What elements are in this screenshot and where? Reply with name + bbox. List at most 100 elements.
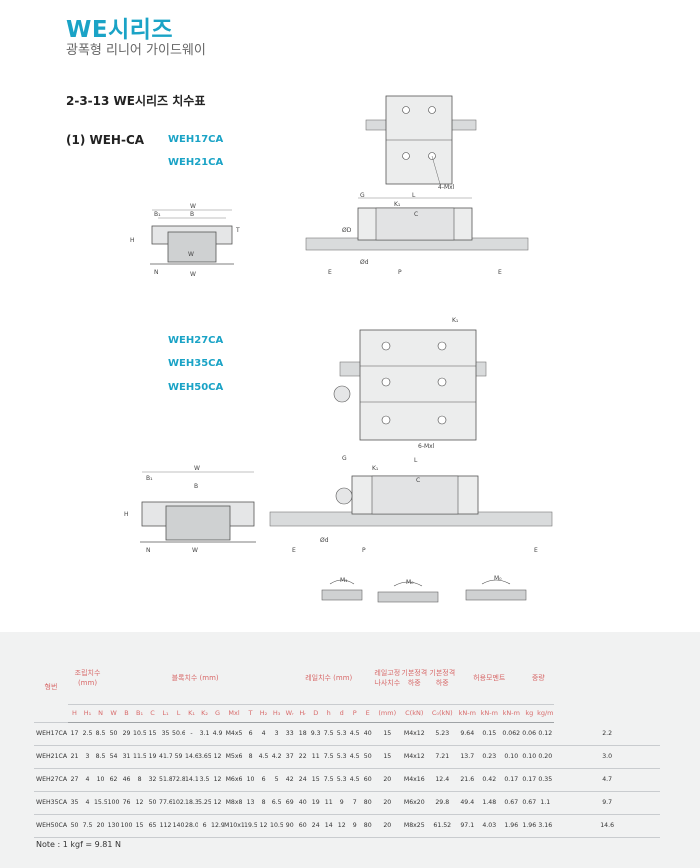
th-col-21: P	[348, 704, 362, 723]
th-bolt: 레일고정나사치수	[374, 652, 401, 705]
table-cell: 9.7	[554, 791, 660, 815]
page-title: WE시리즈	[66, 17, 174, 43]
table-cell: 3.5	[198, 768, 212, 792]
table-cell: 12.4	[428, 768, 457, 792]
table-cell: 12.9	[211, 814, 225, 838]
table-cell: 2.5	[81, 722, 94, 746]
table-cell: 0.67	[522, 791, 537, 815]
table-cell: 102.6	[172, 791, 186, 815]
th-col-7: L₁	[159, 704, 173, 723]
table-cell: 21.6	[456, 768, 479, 792]
svg-text:W: W	[190, 271, 196, 278]
th-col-6: C	[146, 704, 160, 723]
table-cell-model: WEH35CA	[34, 791, 68, 815]
th-col-10: K₂	[198, 704, 212, 723]
svg-text:K₁: K₁	[372, 465, 379, 472]
table-cell: 9.3	[309, 722, 323, 746]
table-cell: 5.23	[428, 722, 457, 746]
table-cell: 12	[211, 791, 225, 815]
table-cell: 4.2	[270, 745, 284, 769]
table-cell: 46	[120, 768, 134, 792]
table-cell: 140	[172, 814, 186, 838]
table-cell: 19	[146, 745, 160, 769]
variant-weh35ca: WEH35CA	[168, 358, 224, 369]
table-cell: 50	[107, 722, 121, 746]
table-cell-model: WEH21CA	[34, 745, 68, 769]
svg-text:K₁: K₁	[452, 317, 459, 324]
th-col-22: E	[361, 704, 375, 723]
table-cell: 6	[198, 814, 212, 838]
table-cell: 4.5	[257, 745, 271, 769]
table-cell: 8	[244, 745, 258, 769]
svg-text:H: H	[130, 237, 135, 244]
table-cell: 1.96	[522, 814, 537, 838]
table-cell: M4x12	[400, 722, 429, 746]
table-cell: 6	[244, 722, 258, 746]
th-col-18: D	[309, 704, 323, 723]
table-cell: 4.9	[211, 722, 225, 746]
table-cell: 31	[120, 745, 134, 769]
svg-text:W: W	[192, 547, 198, 554]
unit-note: Note : 1 kgf = 9.81 N	[36, 840, 122, 849]
table-cell: 10.5	[270, 814, 284, 838]
table-cell: 28.05	[185, 814, 199, 838]
table-cell: 42	[283, 768, 297, 792]
variant-weh17ca: WEH17CA	[168, 134, 224, 145]
table-cell: 10	[244, 768, 258, 792]
table-cell: 13	[244, 791, 258, 815]
table-cell: 12	[257, 814, 271, 838]
svg-text:M₀: M₀	[494, 575, 502, 582]
side-view-drawing-large: G L K₁ C Ød E P E	[269, 455, 553, 554]
table-cell: 97.1	[456, 814, 479, 838]
th-sub-w_unit1: kg	[522, 704, 537, 723]
th-col-20: d	[335, 704, 349, 723]
table-cell: 8	[257, 791, 271, 815]
table-cell: 7.5	[322, 768, 336, 792]
svg-text:E: E	[328, 269, 332, 276]
table-cell: 19.5	[244, 814, 258, 838]
th-sub-m_unit3: kN-m	[500, 704, 523, 723]
table-cell: 10.5	[133, 722, 147, 746]
th-col-16: Wᵣ	[283, 704, 297, 723]
table-cell: 4.7	[554, 768, 660, 792]
table-cell: 80	[361, 814, 375, 838]
table-cell: 6	[257, 768, 271, 792]
table-cell: 7.5	[81, 814, 94, 838]
table-cell: 5.3	[335, 745, 349, 769]
th-sub-sta: C₀(kN)	[428, 704, 457, 723]
svg-text:N: N	[146, 547, 151, 554]
table-cell: 54	[107, 745, 121, 769]
th-col-1: H₁	[81, 704, 94, 723]
table-cell: 0.15	[478, 722, 501, 746]
table-cell: 49.4	[456, 791, 479, 815]
svg-text:P: P	[362, 547, 366, 554]
table-cell: 1.1	[536, 791, 555, 815]
table-cell: 0.67	[500, 791, 523, 815]
table-cell: 50.6	[172, 722, 186, 746]
table-cell: 59	[172, 745, 186, 769]
table-cell: 100	[107, 791, 121, 815]
svg-text:E: E	[498, 269, 502, 276]
table-cell: 32	[146, 768, 160, 792]
table-cell: 0.42	[478, 768, 501, 792]
th-col-5: B₁	[133, 704, 147, 723]
table-cell: 5.25	[198, 791, 212, 815]
table-row: WEH27CA27410624683251.872.814.153.512M6x…	[34, 768, 660, 792]
table-cell: 40	[296, 791, 310, 815]
table-cell: 40	[361, 722, 375, 746]
table-cell: 27	[68, 768, 81, 792]
variant-weh50ca: WEH50CA	[168, 382, 224, 393]
th-rail: 레일치수 (mm)	[283, 652, 375, 705]
table-cell: 5.3	[335, 768, 349, 792]
table-cell: 4.5	[348, 768, 362, 792]
front-view-drawing-small: W B B₁ H T W N W	[130, 203, 240, 278]
th-weight: 중량	[522, 652, 555, 705]
th-col-8: L	[172, 704, 186, 723]
table-cell: 90	[283, 814, 297, 838]
th-sub-m_unit1: kN-m	[456, 704, 479, 723]
th-sub-w_unit2: kg/m	[536, 704, 555, 723]
table-cell: 15	[374, 745, 401, 769]
table-cell: 0.12	[536, 722, 555, 746]
